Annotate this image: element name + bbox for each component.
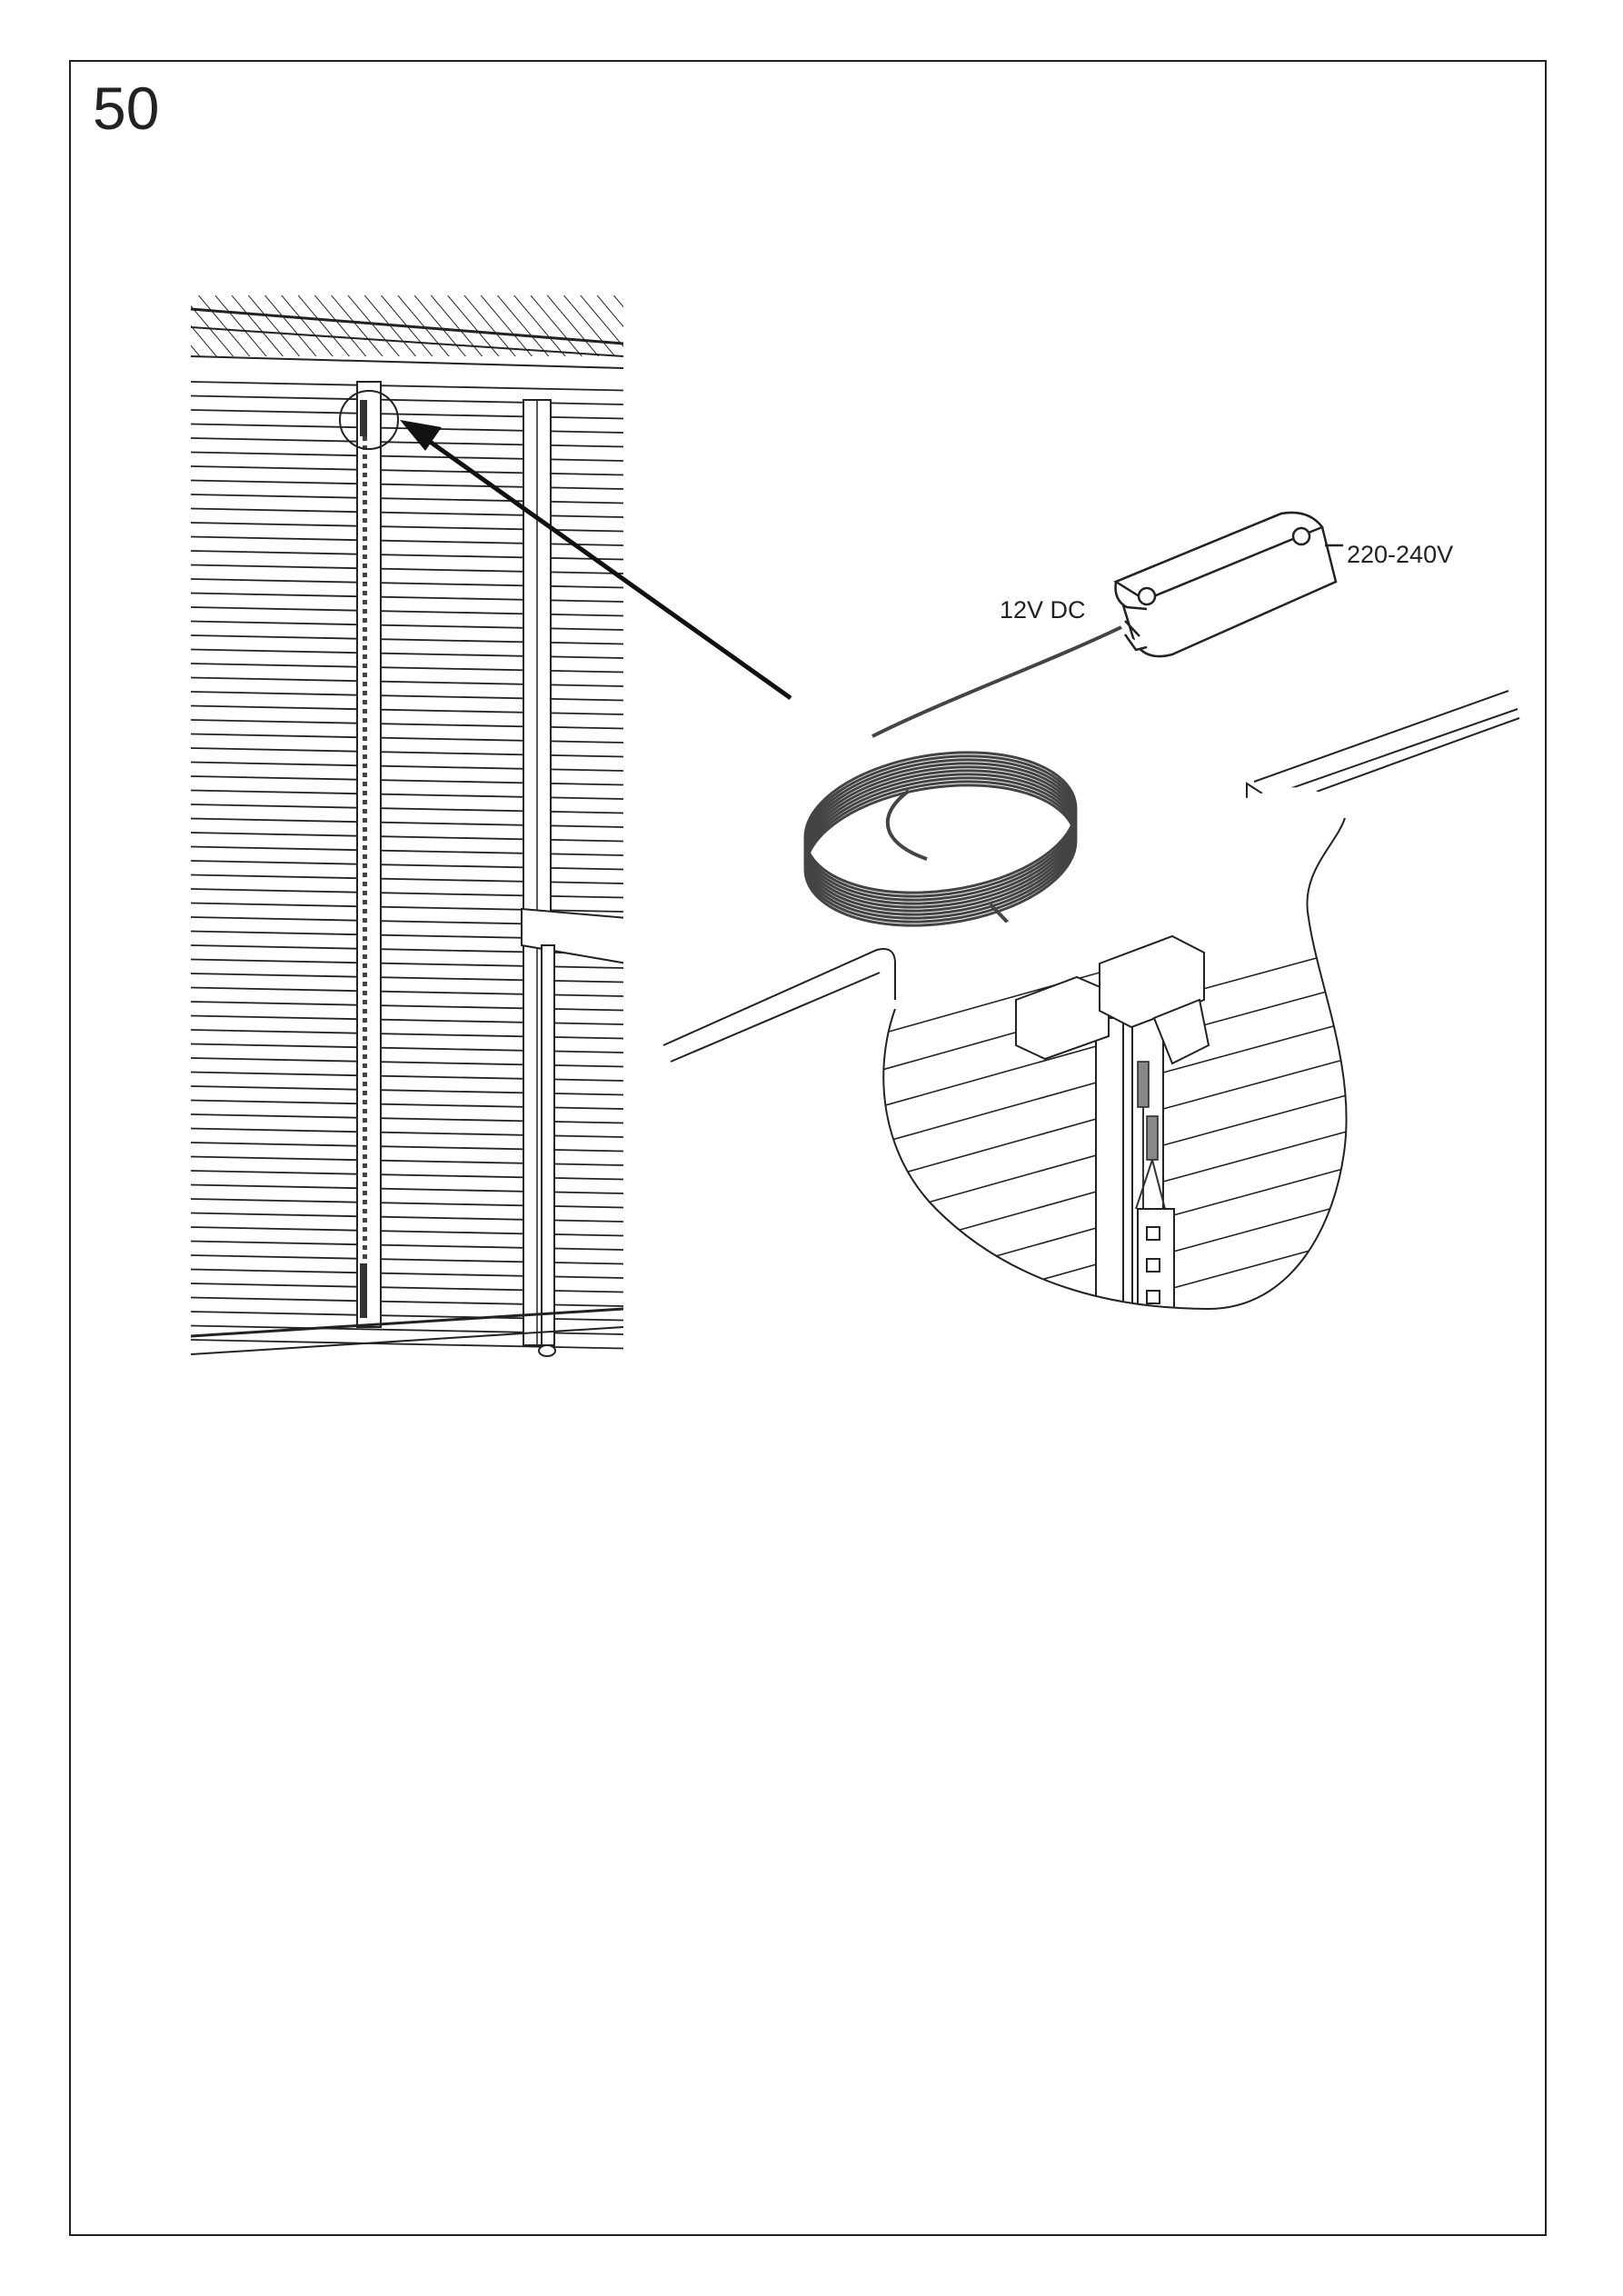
power-adapter	[1113, 511, 1343, 658]
pointer-arrow	[418, 432, 792, 701]
label-12v-dc: 12V DC	[1000, 596, 1086, 624]
step-number: 50	[93, 75, 160, 142]
page-frame	[69, 60, 1547, 2236]
adapter-cable	[871, 625, 1122, 738]
label-220-240v: 220-240V	[1347, 541, 1453, 568]
highlight-circle	[339, 390, 399, 450]
detail-bubble	[662, 690, 1520, 1311]
arrow-head-icon	[400, 420, 442, 451]
cable-coil	[803, 751, 1078, 993]
wall-view: /* placeholder */	[191, 295, 623, 1368]
